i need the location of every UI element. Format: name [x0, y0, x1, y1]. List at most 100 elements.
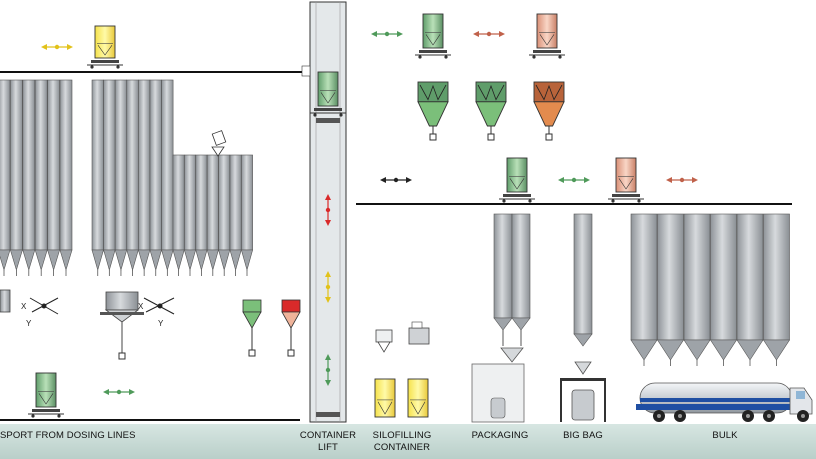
arrow-head — [325, 380, 331, 386]
arrow-dot — [325, 207, 331, 213]
valve-end — [287, 349, 295, 357]
arrow-dot — [571, 177, 577, 183]
silo-cone — [126, 249, 139, 272]
container-icon — [415, 13, 451, 59]
wheel — [57, 414, 61, 418]
container-x — [377, 401, 393, 415]
silo-cone — [762, 339, 791, 361]
silo-cone — [161, 249, 174, 272]
arrow-head — [103, 389, 109, 395]
silo-icon — [149, 79, 162, 251]
arrow-head — [325, 220, 331, 226]
hopper-valve — [545, 133, 553, 141]
silo-icon — [10, 79, 23, 251]
chevron-arrow-icon — [666, 177, 698, 183]
silo-icon — [161, 79, 174, 251]
silo-cone — [47, 249, 61, 272]
wheel — [611, 199, 615, 203]
scale-platform — [419, 50, 447, 53]
wheel — [637, 199, 641, 203]
silo-cone — [34, 249, 48, 272]
floor-lines — [0, 71, 792, 421]
silo-icon — [172, 154, 185, 251]
silo-icon — [114, 79, 127, 251]
axis-x-mark: X — [21, 302, 27, 311]
container-body — [536, 13, 558, 49]
arrow-dot — [54, 44, 60, 50]
silo-cone — [656, 339, 685, 361]
wheel — [116, 65, 120, 69]
dosing-hopper — [0, 289, 144, 360]
container-body — [615, 157, 637, 193]
hopper-chain — [419, 84, 447, 101]
silo-cone — [91, 249, 104, 272]
chevron-arrow-icon — [325, 354, 331, 386]
hopper-icon — [475, 81, 507, 141]
scale-platform — [533, 50, 561, 53]
lift-gate — [301, 65, 311, 77]
arrow-head — [41, 44, 47, 50]
container-body — [374, 378, 396, 418]
arrow-head — [325, 297, 331, 303]
axis-y-mark: Y — [26, 319, 32, 328]
container-icon — [28, 372, 64, 418]
silo-cone — [22, 249, 36, 272]
arrow-dot — [325, 367, 331, 373]
hopper-valve — [487, 133, 495, 141]
silo-icon — [138, 79, 151, 251]
silo-icon — [47, 79, 60, 251]
hopper-chain — [535, 84, 563, 101]
scale-platform — [612, 194, 640, 197]
container-body — [407, 378, 429, 418]
silofilling-unit — [375, 321, 430, 353]
valve-icon — [211, 146, 225, 157]
bag-icon — [571, 389, 595, 421]
container-x — [38, 393, 54, 405]
scale-platform — [32, 409, 60, 412]
silo-icon — [630, 213, 658, 341]
silo-cone — [195, 249, 208, 272]
silo-icon — [206, 154, 219, 251]
hopper-icon — [533, 81, 565, 141]
label-bulk: BULK — [712, 430, 738, 441]
wheel — [502, 199, 506, 203]
scale-platform — [314, 108, 342, 111]
container-x — [97, 45, 113, 56]
wheel — [90, 65, 94, 69]
bulk-silos — [630, 213, 791, 366]
chevron-arrow-icon — [41, 44, 73, 50]
silo-cone — [9, 249, 23, 272]
silo-cone — [736, 339, 764, 361]
label-container-lift: CONTAINER LIFT — [299, 430, 357, 453]
hopper-chain — [477, 84, 505, 101]
arrow-dot — [393, 177, 399, 183]
wheel — [418, 55, 422, 59]
chevron-arrow-icon — [371, 31, 403, 37]
container-icon — [407, 378, 429, 418]
wheel — [444, 55, 448, 59]
silo-icon — [195, 154, 208, 251]
silo-cone — [138, 249, 151, 272]
arrow-head — [473, 31, 479, 37]
silo-icon — [657, 213, 684, 341]
chevron-arrow-icon — [325, 271, 331, 303]
silo-cone — [59, 249, 73, 272]
silo-cone — [172, 249, 185, 272]
axis-x-mark-2: X — [138, 302, 144, 311]
container-body — [317, 71, 339, 107]
xy-arrows-icon — [29, 297, 175, 315]
silo-cone — [184, 249, 196, 272]
arrow-dot — [384, 31, 390, 37]
silo-cone — [630, 339, 658, 361]
container-x — [410, 401, 426, 415]
hopper-cone — [417, 101, 449, 127]
container-icon — [87, 25, 123, 69]
container-icon — [608, 157, 644, 203]
container-body — [35, 372, 57, 408]
wheel — [558, 55, 562, 59]
silo-cone — [218, 249, 231, 272]
silo-cone — [241, 249, 253, 272]
silo-icon — [763, 213, 790, 341]
container-x — [618, 178, 634, 190]
